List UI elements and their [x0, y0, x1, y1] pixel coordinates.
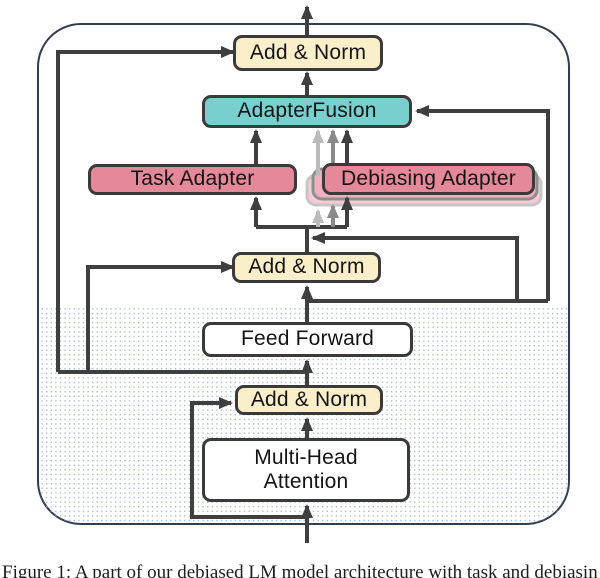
- adapter-fusion-box: AdapterFusion: [202, 95, 412, 128]
- connector-arrows: [56, 5, 550, 543]
- figure-caption: Figure 1: A part of our debiased LM mode…: [2, 562, 598, 578]
- add-norm-bottom-box: Add & Norm: [235, 385, 383, 415]
- debiasing-adapter-box: Debiasing Adapter: [322, 163, 535, 195]
- add-norm-top-box: Add & Norm: [233, 35, 383, 71]
- feed-forward-box: Feed Forward: [202, 322, 413, 357]
- task-adapter-box: Task Adapter: [88, 164, 297, 195]
- add-norm-mid-box: Add & Norm: [232, 252, 381, 283]
- multi-head-attention-box: Multi-Head Attention: [202, 438, 410, 502]
- dotted-frozen-region: [39, 308, 568, 523]
